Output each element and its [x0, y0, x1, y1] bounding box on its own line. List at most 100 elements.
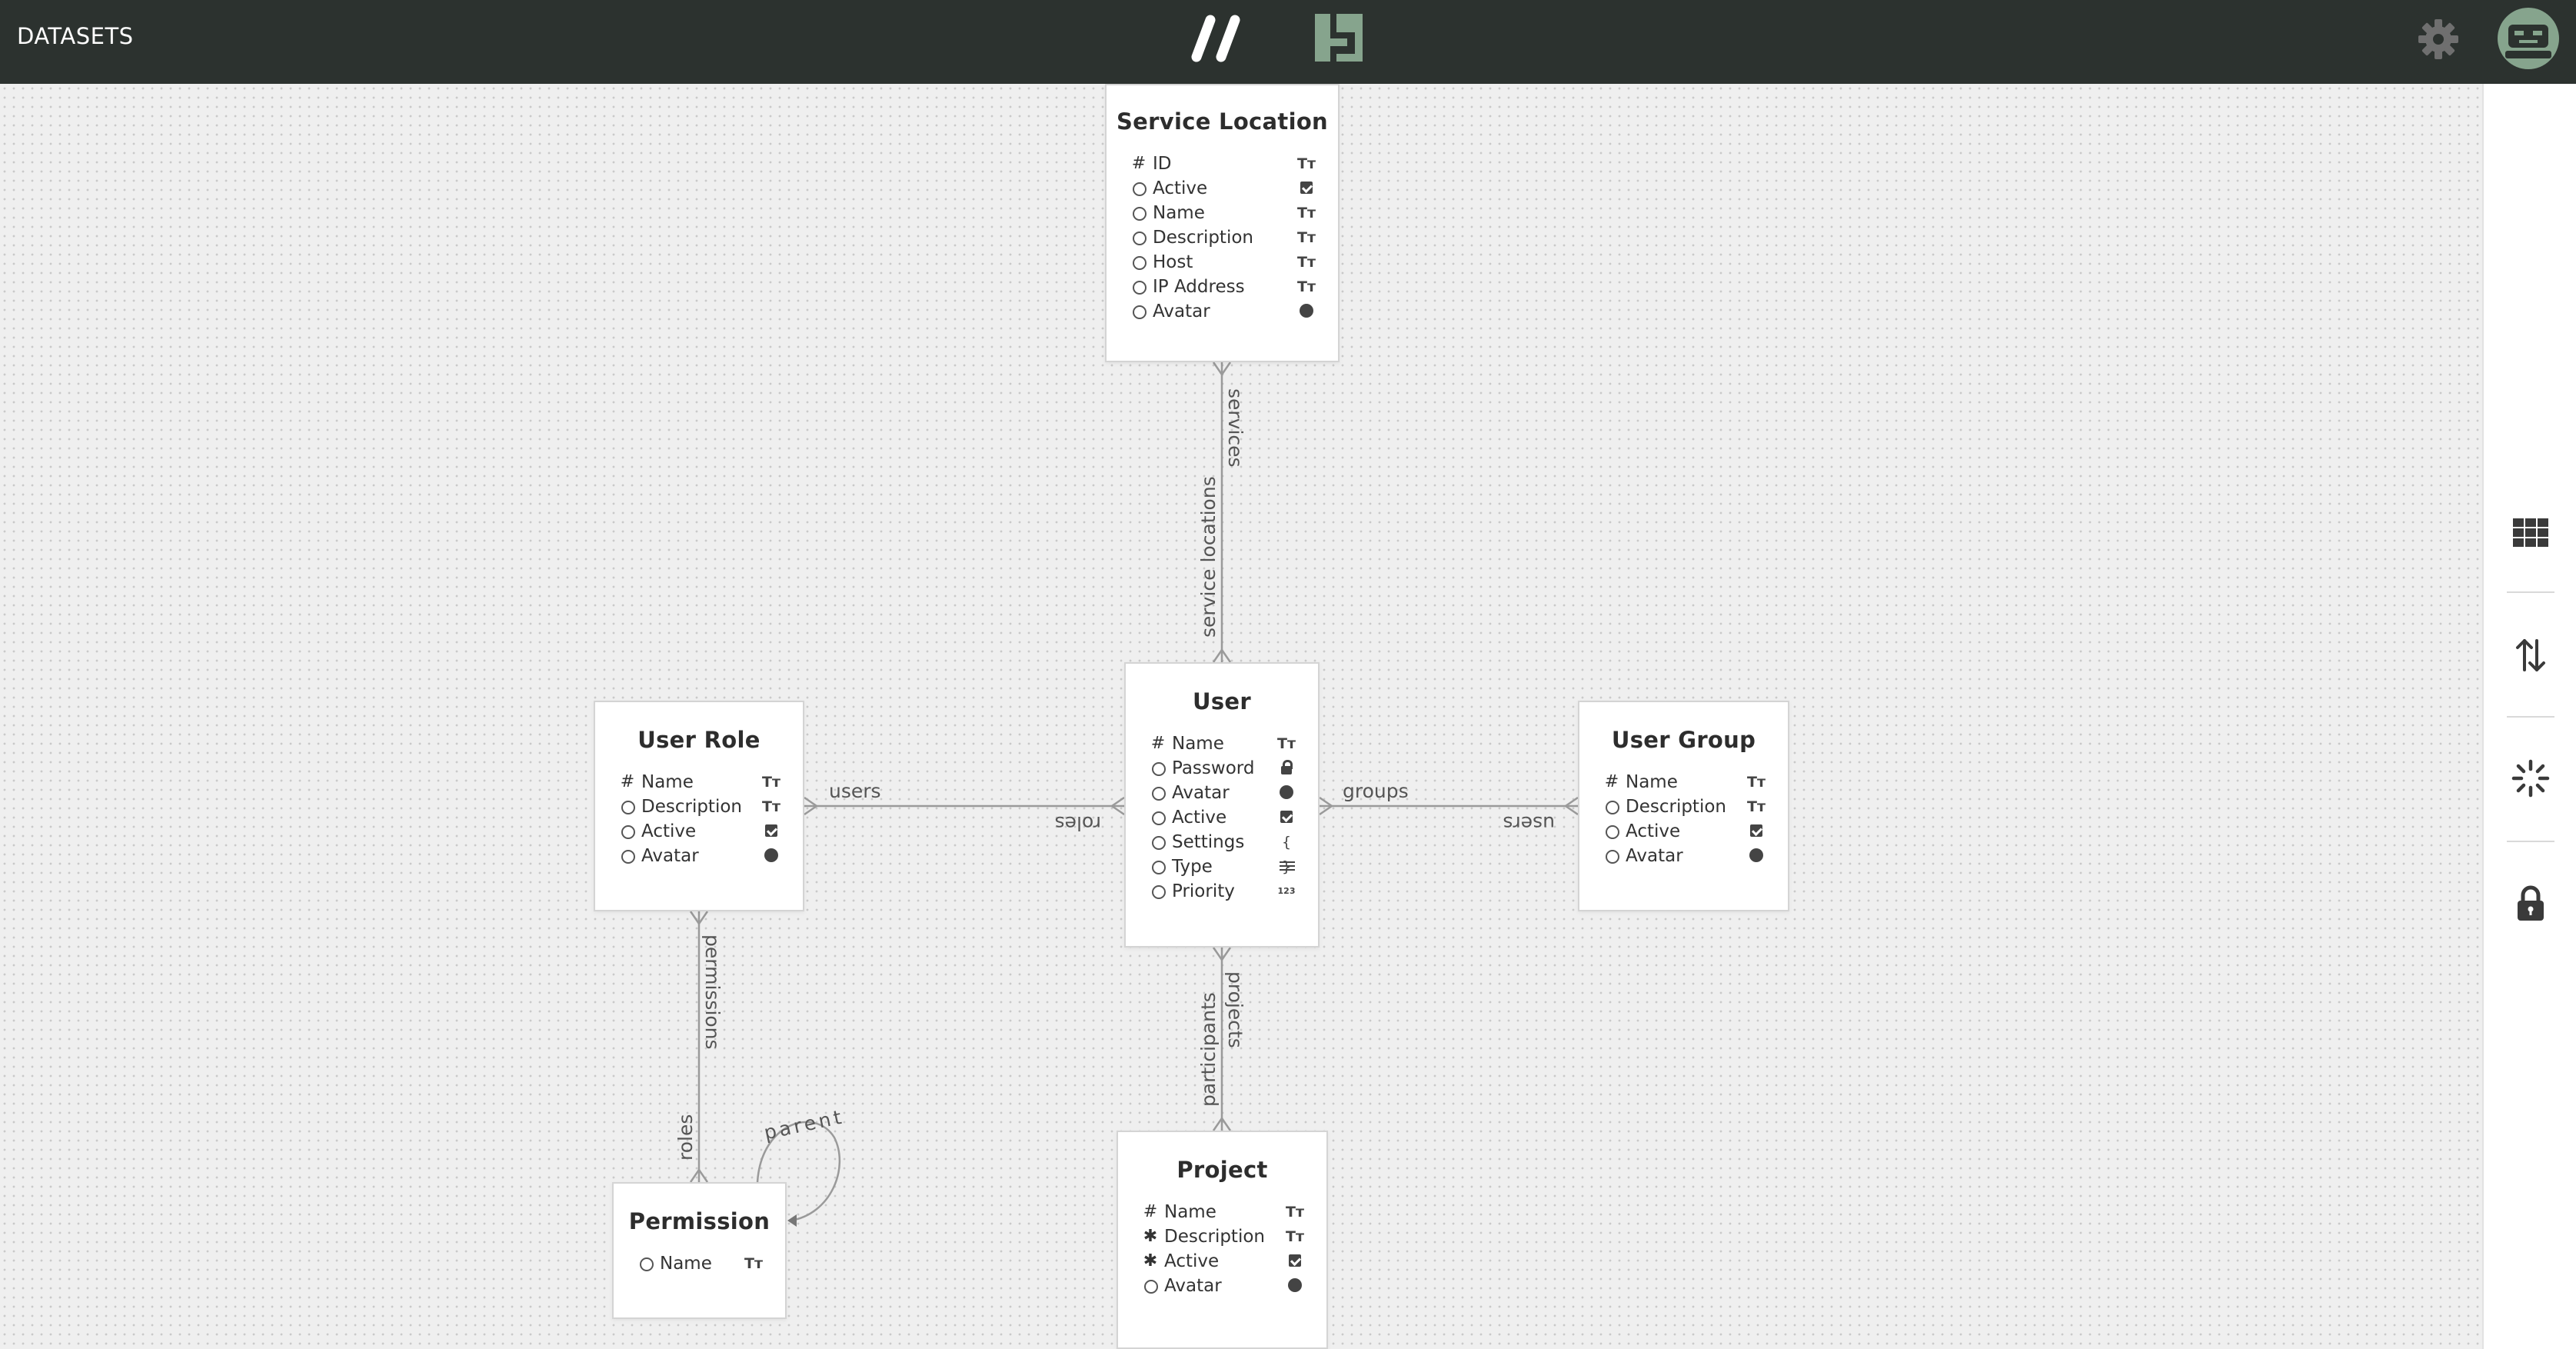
text-type-icon: Tт: [1277, 735, 1296, 752]
double-slash-logo-icon[interactable]: [1190, 14, 1243, 63]
text-type-icon: Tт: [1747, 774, 1766, 791]
field-row[interactable]: Active: [1126, 805, 1318, 830]
label-services: services: [1224, 388, 1246, 468]
field-name: Active: [1172, 808, 1227, 828]
field-name: Name: [1626, 772, 1678, 792]
field-row[interactable]: Name Tт: [1107, 201, 1338, 225]
field-row[interactable]: Avatar: [1126, 781, 1318, 805]
key-icon: #: [1131, 154, 1147, 173]
crowfoot-user-left: [1110, 796, 1125, 816]
crowfoot-bottom: [1212, 648, 1232, 663]
field-name: Avatar: [1164, 1276, 1222, 1296]
gear-icon[interactable]: [2416, 17, 2461, 62]
crowfoot-user-bottom: [1212, 947, 1232, 962]
entity-title: Permission: [628, 1208, 770, 1234]
field-name: Active: [1626, 821, 1681, 841]
sort-arrows-icon[interactable]: [2511, 636, 2550, 674]
field-name: Name: [660, 1254, 712, 1274]
text-type-icon: Tт: [762, 774, 780, 791]
field-name: Type: [1172, 857, 1213, 877]
right-toolbar: [2482, 84, 2576, 1349]
crowfoot-permission-top: [689, 1167, 709, 1183]
field-row[interactable]: Avatar: [1579, 844, 1788, 868]
text-type-icon: Tт: [1297, 155, 1316, 172]
diagram-canvas[interactable]: services service locations users roles g…: [0, 84, 2482, 1349]
field-row[interactable]: ✱Active: [1118, 1249, 1326, 1274]
crowfoot-userrole: [804, 796, 819, 816]
field-row[interactable]: Password: [1126, 756, 1318, 781]
field-row[interactable]: # Name Tт: [1126, 731, 1318, 756]
key-icon: #: [1143, 1202, 1158, 1221]
text-type-icon: Tт: [1297, 278, 1316, 295]
field-row[interactable]: Avatar: [1107, 299, 1338, 324]
field-row[interactable]: Active: [595, 819, 803, 844]
field-name: Avatar: [1626, 846, 1683, 866]
entity-title: User: [1193, 688, 1251, 714]
entity-user[interactable]: User # Name Tт Password Avatar Active Sett…: [1124, 662, 1320, 948]
field-name: Name: [641, 772, 694, 792]
required-asterisk-icon: ✱: [1143, 1251, 1158, 1271]
crowfoot-project-top: [1212, 1116, 1232, 1131]
field-name: Avatar: [641, 846, 699, 866]
field-name: Active: [1153, 178, 1208, 198]
label-users-left: users: [829, 780, 881, 802]
crowfoot-usergroup: [1563, 796, 1579, 816]
robot-avatar-icon[interactable]: [2498, 8, 2559, 69]
label-permissions: permissions: [701, 934, 724, 1050]
crowfoot-role-bottom: [689, 911, 709, 926]
field-name: Description: [1164, 1227, 1265, 1247]
field-row[interactable]: Avatar: [1118, 1274, 1326, 1298]
entity-title: Project: [1177, 1157, 1268, 1183]
label-roles-bottom: roles: [674, 1114, 697, 1161]
field-name: Name: [1164, 1202, 1216, 1222]
field-row[interactable]: Active: [1579, 819, 1788, 844]
field-row[interactable]: # Name Tт: [1118, 1200, 1326, 1224]
field-row[interactable]: Avatar: [595, 844, 803, 868]
label-service-locations: service locations: [1197, 476, 1220, 638]
top-bar: DATASETS: [0, 0, 2576, 84]
spinner-icon[interactable]: [2511, 759, 2550, 798]
label-roles: roles: [1055, 812, 1101, 834]
key-icon: #: [1150, 734, 1166, 753]
label-groups: groups: [1343, 780, 1409, 802]
field-name: Name: [1153, 203, 1205, 223]
lock-icon[interactable]: [2511, 884, 2550, 922]
field-row[interactable]: Type: [1126, 854, 1318, 879]
toolbar-divider: [2507, 591, 2554, 593]
text-type-icon: Tт: [1286, 1228, 1304, 1245]
field-name: Description: [641, 797, 742, 817]
entity-title: Service Location: [1117, 108, 1328, 135]
text-type-icon: Tт: [1286, 1204, 1304, 1221]
app-title: DATASETS: [17, 23, 134, 49]
layout-block-icon[interactable]: [1312, 11, 1366, 65]
field-row[interactable]: ✱ Description Tт: [1118, 1224, 1326, 1249]
grid-icon[interactable]: [2511, 514, 2550, 552]
field-row[interactable]: Settings{ }: [1126, 830, 1318, 875]
field-name: Avatar: [1172, 783, 1230, 803]
required-asterisk-icon: ✱: [1143, 1227, 1158, 1246]
field-name: Name: [1172, 734, 1224, 754]
entity-title: User Group: [1611, 727, 1756, 753]
entity-title: User Role: [637, 727, 760, 753]
crowfoot-top: [1212, 361, 1232, 377]
crowfoot-user-right: [1319, 796, 1334, 816]
text-type-icon: Tт: [1297, 205, 1316, 222]
text-type-icon: Tт: [1297, 229, 1316, 246]
text-type-icon: Tт: [1747, 798, 1766, 815]
field-row[interactable]: Active: [1107, 176, 1338, 201]
